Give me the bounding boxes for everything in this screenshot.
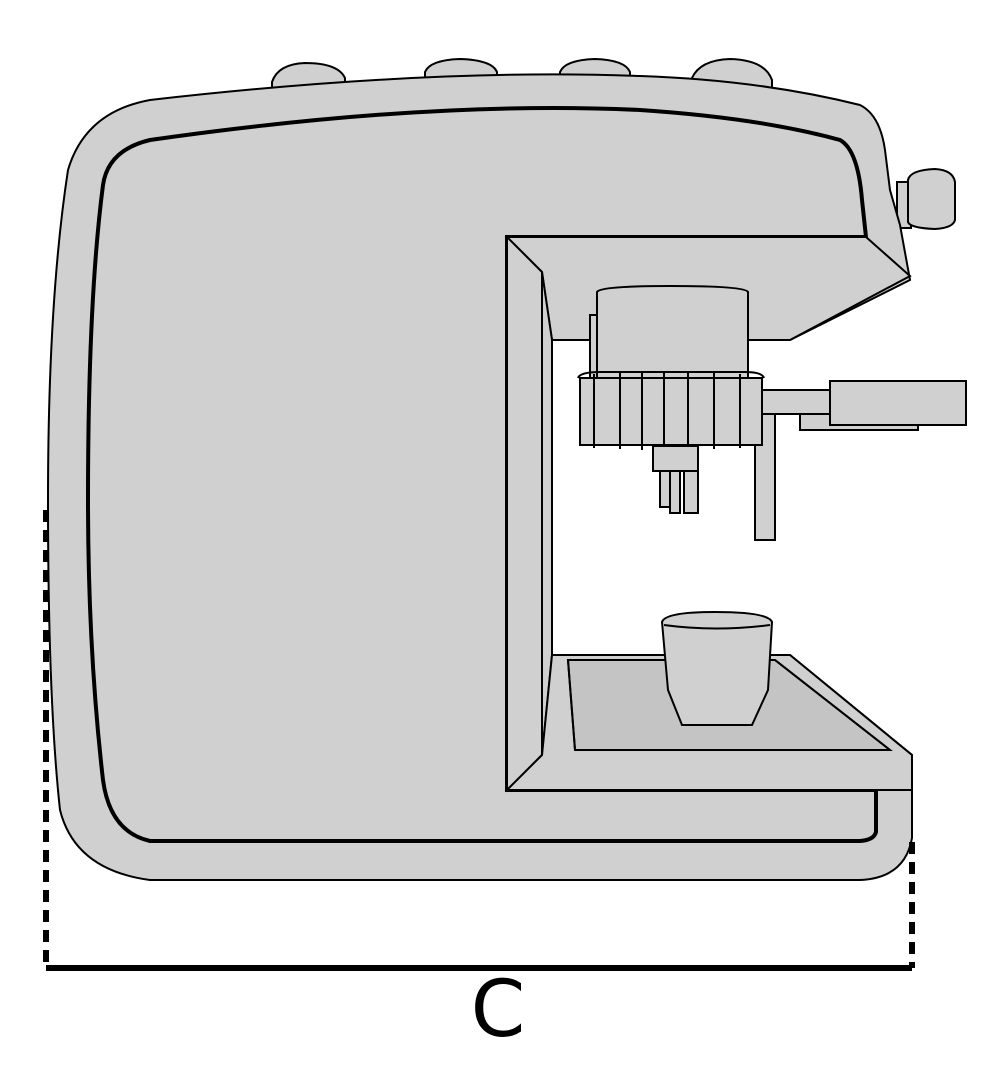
dimension-c: C [43, 510, 915, 1055]
group-head-body [596, 284, 749, 379]
side-knob [896, 167, 956, 231]
portafilter-ring [577, 371, 765, 450]
portafilter-arm [754, 380, 967, 541]
spout-1 [659, 470, 671, 508]
spout-2 [669, 470, 681, 514]
drip-tray-edges [567, 659, 891, 751]
group-head [589, 284, 749, 381]
cup-rim [663, 624, 771, 630]
cup-body [660, 610, 774, 726]
cup [660, 610, 774, 726]
portafilter-ring-body [579, 377, 763, 446]
dimension-label: C [471, 965, 525, 1055]
portafilter-ring-ribs [593, 371, 741, 450]
portafilter-handle [829, 380, 967, 426]
spout-block [652, 445, 699, 472]
portafilter-arm-link [759, 389, 836, 415]
side-knob-cap [907, 167, 956, 231]
portafilter-ring-top [577, 371, 765, 379]
spouts [652, 445, 699, 514]
cavity-left-wall [506, 234, 543, 793]
spout-3 [683, 470, 699, 514]
body-inner-panel [85, 106, 878, 843]
